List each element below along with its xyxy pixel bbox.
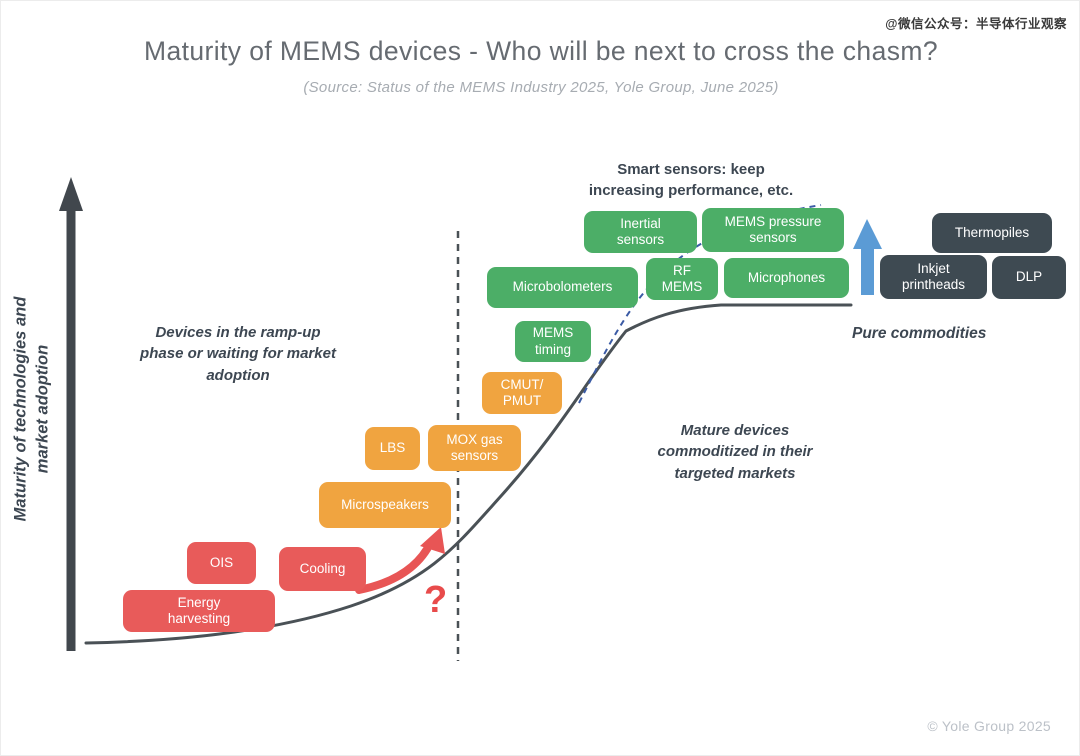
device-box-mems-pressure-sensors: MEMS pressure sensors [702, 208, 844, 252]
device-box-cooling: Cooling [279, 547, 366, 591]
page-title: Maturity of MEMS devices - Who will be n… [144, 36, 938, 66]
device-box-inertial-sensors: Inertial sensors [584, 211, 697, 253]
y-axis-label: Maturity of technologies and market adop… [11, 296, 52, 522]
device-box-lbs: LBS [365, 427, 420, 470]
performance-up-arrow-icon [853, 219, 882, 295]
device-box-microphones: Microphones [724, 258, 849, 298]
device-box-microspeakers: Microspeakers [319, 482, 451, 528]
source-subtitle: (Source: Status of the MEMS Industry 202… [303, 79, 779, 96]
annotation-pure-commodities: Pure commodities [852, 325, 987, 342]
annotation-ramp-up: Devices in the ramp-up phase or waiting … [140, 324, 336, 384]
copyright-text: © Yole Group 2025 [927, 718, 1051, 734]
y-axis-arrow [59, 177, 83, 651]
annotation-mature-devices: Mature devices commoditized in their tar… [657, 422, 813, 482]
device-box-mems-timing: MEMS timing [515, 321, 591, 362]
device-box-microbolometers: Microbolometers [487, 267, 638, 308]
question-mark: ? [424, 579, 448, 621]
device-box-thermopiles: Thermopiles [932, 213, 1052, 253]
device-box-inkjet-printheads: Inkjet printheads [880, 255, 987, 299]
annotation-smart-sensors: Smart sensors: keep increasing performan… [588, 161, 794, 200]
device-box-rf-mems: RF MEMS [646, 258, 718, 300]
growth-arrow-icon [355, 527, 445, 594]
device-box-mox-gas-sensors: MOX gas sensors [428, 425, 521, 471]
device-box-cmut-pmut: CMUT/ PMUT [482, 372, 562, 414]
device-box-dlp: DLP [992, 256, 1066, 299]
device-box-ois: OIS [187, 542, 256, 584]
device-box-energy-harvesting: Energy harvesting [123, 590, 275, 632]
watermark-text: @微信公众号：半导体行业观察 [885, 17, 1067, 31]
